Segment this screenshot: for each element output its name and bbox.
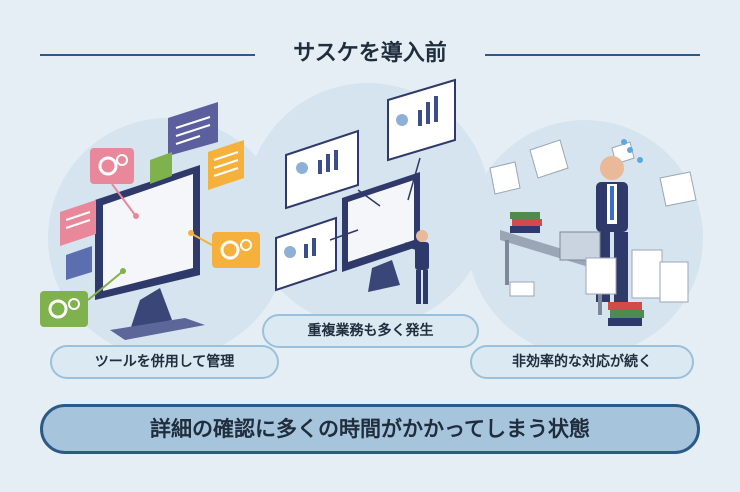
message-bubble-icon-green bbox=[150, 152, 172, 184]
label-inefficient: 非効率的な対応が続く bbox=[470, 345, 694, 379]
heading-rule-left bbox=[40, 54, 255, 56]
sweat-drops bbox=[621, 139, 643, 163]
heading: サスケを導入前 bbox=[0, 36, 740, 72]
page-title: サスケを導入前 bbox=[293, 41, 447, 66]
gear-icon-orange bbox=[188, 230, 260, 268]
flying-papers bbox=[489, 139, 697, 207]
book-stacks bbox=[510, 212, 644, 326]
message-bubble-icon-orange bbox=[208, 140, 244, 190]
summary-banner: 詳細の確認に多くの時間がかかってしまう状態 bbox=[40, 404, 700, 454]
message-bubble-icon-pink bbox=[60, 200, 96, 246]
dashboard-panel-top-right bbox=[387, 78, 456, 162]
message-bubble-icon-purple bbox=[168, 102, 218, 156]
heading-rule-right bbox=[485, 54, 700, 56]
dashboard-panel-bottom-left bbox=[275, 216, 337, 292]
label-duplicate-work: 重複業務も多く発生 bbox=[262, 314, 479, 348]
monitor-left bbox=[95, 165, 205, 340]
gear-icon-pink bbox=[90, 148, 139, 219]
gear-icon-green bbox=[40, 268, 126, 327]
label-tools: ツールを併用して管理 bbox=[50, 345, 279, 379]
paper-stacks bbox=[509, 249, 689, 303]
person-standing bbox=[404, 230, 429, 304]
message-bubble-icon-blue bbox=[66, 246, 92, 280]
monitor-center bbox=[329, 157, 421, 292]
dashboard-panel-top-left bbox=[285, 129, 359, 210]
